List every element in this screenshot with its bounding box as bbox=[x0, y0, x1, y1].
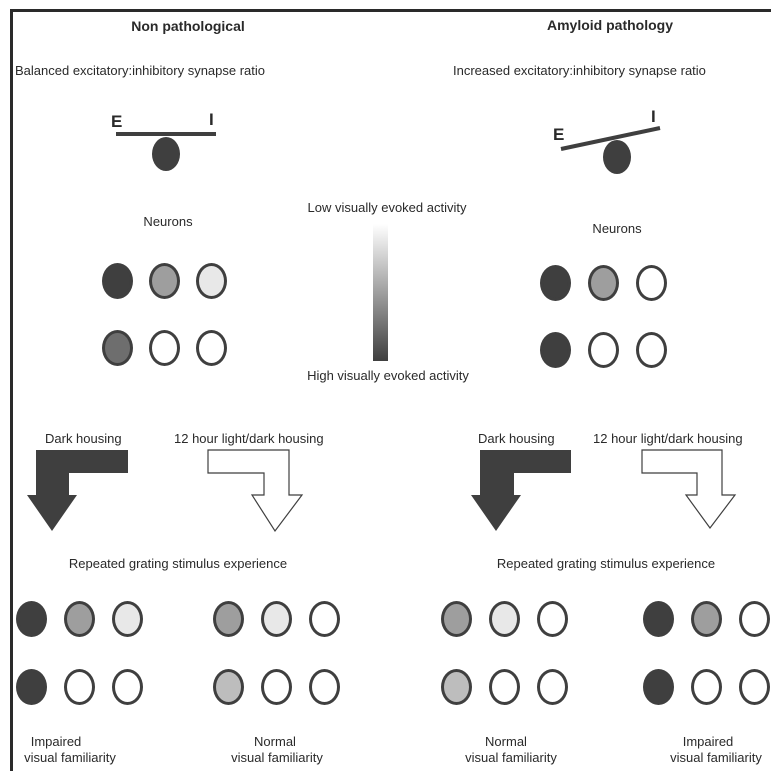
left-light-outcome-neuron bbox=[261, 601, 292, 637]
right-neuron bbox=[588, 265, 619, 301]
right-balance-beam bbox=[560, 126, 661, 151]
right-light-outcome-neuron bbox=[691, 669, 722, 705]
right-dark-outcome-neuron bbox=[537, 669, 568, 705]
right-light-outcome-neuron bbox=[739, 601, 770, 637]
left-balance-i-label: I bbox=[209, 110, 214, 129]
left-light-outcome-neuron bbox=[261, 669, 292, 705]
right-experience-label: Repeated grating stimulus experience bbox=[496, 556, 716, 571]
right-light-outcome-neuron bbox=[739, 669, 770, 705]
frame-left-border bbox=[10, 9, 13, 771]
left-neurons-label: Neurons bbox=[143, 214, 193, 229]
right-light-housing-label: 12 hour light/dark housing bbox=[593, 431, 743, 446]
right-dark-outcome-neuron bbox=[537, 601, 568, 637]
left-neuron bbox=[102, 330, 133, 366]
left-normal-label: Normal bbox=[254, 734, 296, 749]
right-light-outcome-neuron bbox=[643, 669, 674, 705]
left-neuron bbox=[196, 330, 227, 366]
left-light-outcome-neuron bbox=[213, 601, 244, 637]
left-light-outcome-neuron bbox=[309, 669, 340, 705]
right-neurons-label: Neurons bbox=[592, 221, 642, 236]
left-neuron bbox=[149, 330, 180, 366]
right-neuron bbox=[636, 332, 667, 368]
left-experience-label: Repeated grating stimulus experience bbox=[68, 556, 288, 571]
right-neuron bbox=[588, 332, 619, 368]
right-impaired-label: Impaired bbox=[682, 734, 734, 749]
left-subtitle: Balanced excitatory:inhibitory synapse r… bbox=[15, 63, 266, 78]
right-dark-housing-label: Dark housing bbox=[478, 431, 555, 446]
left-light-housing-label: 12 hour light/dark housing bbox=[174, 431, 324, 446]
scale-low-label: Low visually evoked activity bbox=[307, 200, 467, 215]
left-dark-outcome-neuron bbox=[16, 601, 47, 637]
right-neuron bbox=[540, 332, 571, 368]
frame-top-border bbox=[10, 9, 771, 12]
left-dark-outcome-neuron bbox=[16, 669, 47, 705]
left-light-outcome-neuron bbox=[213, 669, 244, 705]
right-dark-outcome-neuron bbox=[489, 669, 520, 705]
right-neuron bbox=[636, 265, 667, 301]
right-balance-fulcrum bbox=[603, 140, 631, 174]
right-light-outcome-neuron bbox=[691, 601, 722, 637]
right-dark-housing-arrow bbox=[471, 450, 571, 531]
left-balance-e-label: E bbox=[111, 112, 123, 131]
left-dark-outcome-neuron bbox=[112, 601, 143, 637]
left-light-outcome-neuron bbox=[309, 601, 340, 637]
right-balance-i-label: I bbox=[651, 107, 656, 126]
right-impaired-sublabel: visual familiarity bbox=[670, 750, 762, 765]
right-dark-outcome-neuron bbox=[441, 601, 472, 637]
right-light-housing-arrow bbox=[641, 449, 737, 530]
right-title: Amyloid pathology bbox=[547, 17, 673, 33]
right-normal-sublabel: visual familiarity bbox=[465, 750, 557, 765]
right-normal-label: Normal bbox=[485, 734, 527, 749]
activity-gradient-bar bbox=[373, 224, 388, 361]
right-light-outcome-neuron bbox=[643, 601, 674, 637]
right-dark-outcome-neuron bbox=[441, 669, 472, 705]
left-dark-outcome-neuron bbox=[64, 669, 95, 705]
left-neuron bbox=[102, 263, 133, 299]
left-impaired-label: Impaired bbox=[30, 734, 82, 749]
right-balance-e-label: E bbox=[553, 125, 565, 144]
right-dark-outcome-neuron bbox=[489, 601, 520, 637]
left-impaired-sublabel: visual familiarity bbox=[24, 750, 116, 765]
left-balance-fulcrum bbox=[152, 137, 180, 171]
right-neuron bbox=[540, 265, 571, 301]
scale-high-label: High visually evoked activity bbox=[307, 368, 469, 383]
left-neuron bbox=[196, 263, 227, 299]
left-dark-housing-label: Dark housing bbox=[45, 431, 122, 446]
left-dark-outcome-neuron bbox=[64, 601, 95, 637]
left-light-housing-arrow bbox=[207, 449, 304, 533]
left-title: Non pathological bbox=[131, 18, 245, 34]
right-subtitle: Increased excitatory:inhibitory synapse … bbox=[453, 63, 706, 78]
left-neuron bbox=[149, 263, 180, 299]
left-dark-outcome-neuron bbox=[112, 669, 143, 705]
left-normal-sublabel: visual familiarity bbox=[231, 750, 323, 765]
left-dark-housing-arrow bbox=[27, 450, 128, 531]
